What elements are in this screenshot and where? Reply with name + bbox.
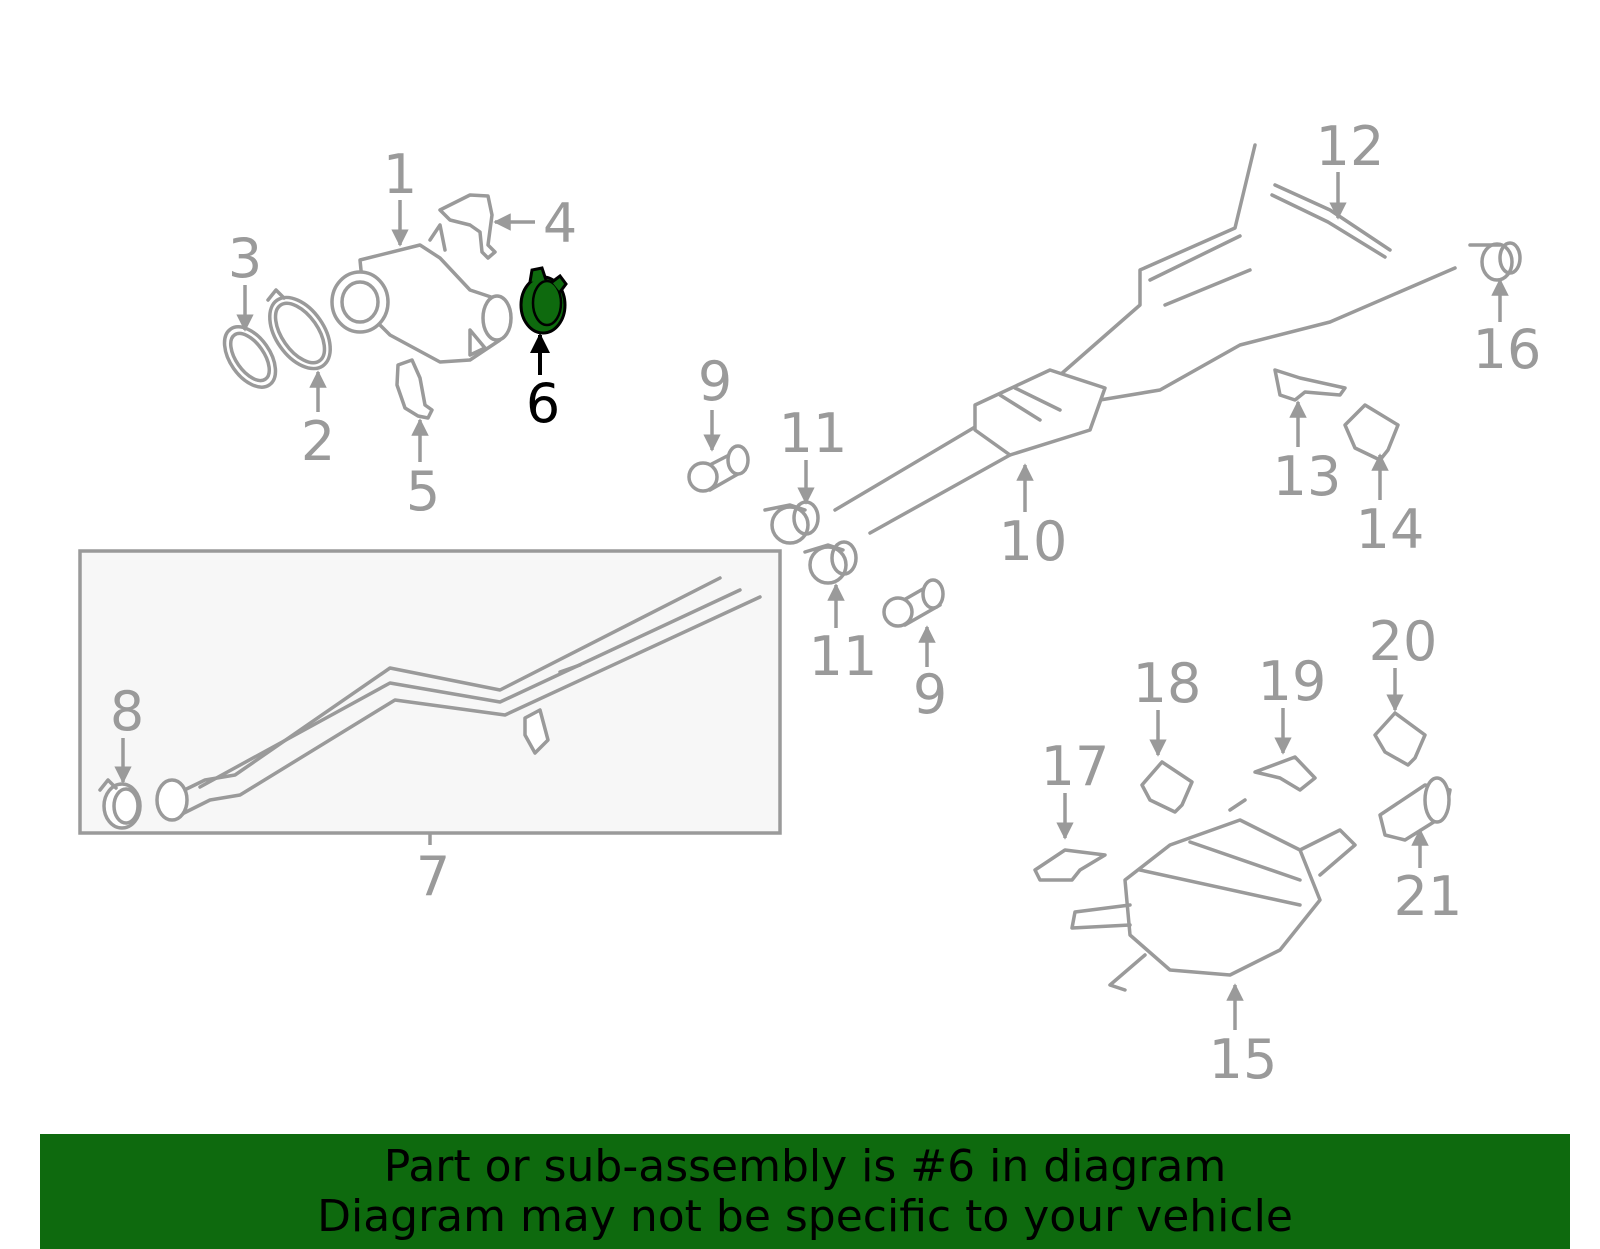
callout-9-lower: 9 (913, 625, 947, 726)
callout-21: 21 (1394, 828, 1463, 928)
callout-17: 17 (1041, 735, 1110, 840)
part-5-heat-shield[interactable] (395, 358, 434, 420)
part-9-insulator-lower[interactable] (882, 578, 945, 628)
callout-18: 18 (1133, 652, 1202, 757)
svg-text:20: 20 (1369, 610, 1438, 673)
part-7-group-box (78, 549, 782, 835)
svg-text:5: 5 (406, 460, 440, 523)
part-11-clamp-upper[interactable] (763, 500, 820, 545)
svg-text:17: 17 (1041, 735, 1110, 798)
svg-text:8: 8 (110, 680, 144, 743)
banner-line-disclaimer: Diagram may not be specific to your vehi… (317, 1191, 1293, 1242)
part-20-hanger[interactable] (1373, 711, 1427, 767)
part-1-catalytic-converter[interactable] (330, 223, 513, 364)
callout-3: 3 (228, 227, 262, 332)
part-7-front-pipe[interactable] (155, 576, 762, 822)
part-9-insulator-upper[interactable] (687, 444, 750, 493)
svg-text:6: 6 (526, 372, 560, 435)
part-4-bracket[interactable] (438, 193, 497, 260)
svg-text:18: 18 (1133, 652, 1202, 715)
part-10-center-pipe[interactable] (833, 143, 1457, 535)
part-18-hanger[interactable] (1140, 760, 1194, 814)
callout-1: 1 (383, 143, 417, 247)
callout-5: 5 (406, 418, 440, 523)
part-13-hanger[interactable] (1273, 368, 1347, 402)
svg-text:9: 9 (913, 663, 947, 726)
part-info-banner: Part or sub-assembly is #6 in diagram Di… (40, 1134, 1570, 1249)
svg-text:13: 13 (1273, 445, 1342, 508)
svg-text:12: 12 (1316, 115, 1385, 178)
callout-6: 6 (526, 333, 560, 435)
callout-9-upper: 9 (698, 350, 732, 452)
part-17-bracket[interactable] (1033, 848, 1107, 882)
banner-line-part: Part or sub-assembly is #6 in diagram (383, 1141, 1227, 1192)
part-2-clamp[interactable] (257, 286, 342, 379)
svg-text:16: 16 (1473, 318, 1542, 381)
part-16-clamp[interactable] (1468, 241, 1522, 282)
part-14-hanger[interactable] (1343, 403, 1400, 462)
callout-8: 8 (110, 680, 144, 784)
callout-20: 20 (1369, 610, 1438, 712)
svg-text:10: 10 (999, 510, 1068, 573)
callout-16: 16 (1473, 278, 1542, 381)
svg-text:11: 11 (779, 402, 848, 465)
svg-text:19: 19 (1258, 650, 1327, 713)
callout-14: 14 (1356, 453, 1425, 561)
part-3-gasket[interactable] (214, 318, 286, 397)
callout-12: 12 (1316, 115, 1385, 220)
callout-13: 13 (1273, 400, 1342, 508)
svg-text:11: 11 (809, 625, 878, 688)
svg-text:4: 4 (543, 192, 577, 255)
callout-11-lower: 11 (809, 583, 878, 688)
svg-text:15: 15 (1209, 1028, 1278, 1091)
callout-19: 19 (1258, 650, 1327, 755)
part-15-rear-muffler[interactable] (1070, 798, 1357, 992)
svg-text:7: 7 (416, 845, 450, 908)
callout-10: 10 (999, 463, 1068, 573)
part-19-bracket[interactable] (1253, 755, 1317, 792)
part-6-clamp-highlighted[interactable] (519, 266, 568, 335)
svg-text:9: 9 (698, 350, 732, 413)
svg-text:21: 21 (1394, 865, 1463, 928)
svg-text:2: 2 (301, 410, 335, 473)
part-21-tailpipe[interactable] (1378, 776, 1452, 842)
callout-11-upper: 11 (779, 402, 848, 505)
svg-text:1: 1 (383, 143, 417, 206)
svg-text:14: 14 (1356, 498, 1425, 561)
callout-15: 15 (1209, 983, 1278, 1091)
part-12-heat-shield[interactable] (1270, 183, 1392, 259)
callout-4: 4 (493, 192, 577, 255)
callout-7: 7 (416, 833, 450, 908)
callout-2: 2 (301, 370, 335, 473)
part-11-clamp-lower[interactable] (803, 540, 858, 585)
svg-text:3: 3 (228, 227, 262, 290)
part-8-clamp[interactable] (98, 778, 142, 830)
